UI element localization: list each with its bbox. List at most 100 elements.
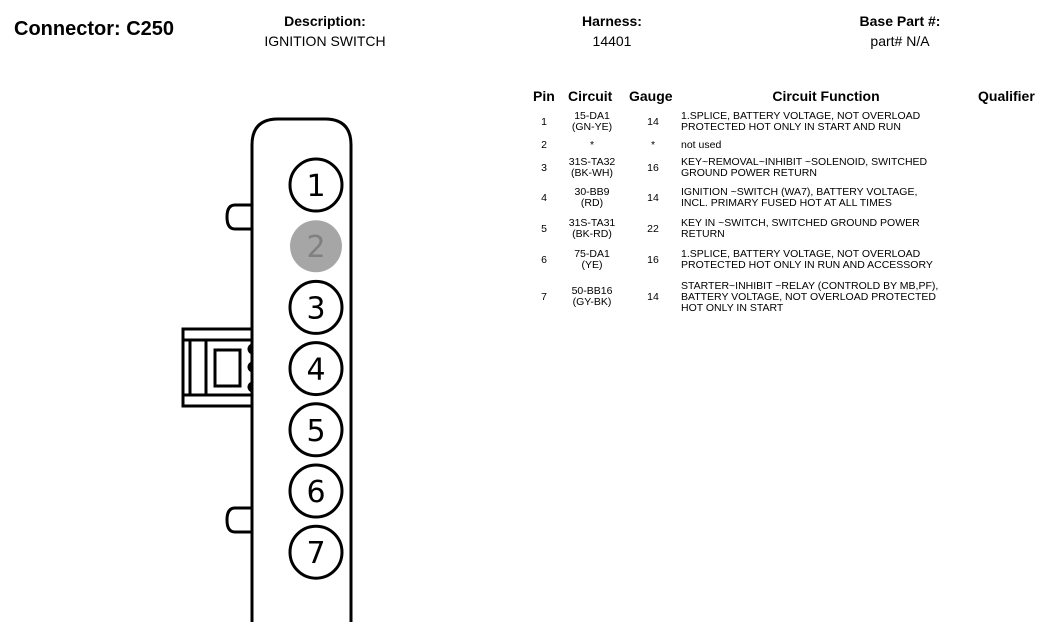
pin-circle (288, 279, 344, 335)
circuit-cell-line: (RD) (580, 197, 604, 209)
gauge-cell: 14 (647, 116, 659, 128)
circuit-cell-line: 75-DA1 (574, 248, 610, 260)
circuit-cell-line: 50-BB16 (571, 285, 613, 297)
column-header-circuit-function: Circuit Function (772, 88, 880, 104)
lower-latch-tab (225, 506, 252, 534)
table-row: 4 30-BB9(RD) 14 IGNITION ~SWITCH (WA7), BAT… (0, 186, 1055, 210)
pin-cavity-1: 1 (288, 157, 344, 213)
connector-diagram: 1 2 3 4 5 6 7 (181, 117, 353, 622)
circuit-function-cell-line: HOT ONLY IN START (681, 301, 784, 314)
table-row: 2 * * not used (0, 139, 1055, 151)
pin-circle (288, 157, 344, 213)
gauge-cell: 16 (647, 254, 659, 266)
pin-label: 2 (306, 230, 325, 265)
description-value: IGNITION SWITCH (264, 33, 386, 49)
circuit-function-cell-line: not used (681, 138, 722, 151)
circuit-cell: * (560, 139, 624, 151)
circuit-function-cell-line: PROTECTED HOT ONLY IN RUN AND ACCESSORY (681, 259, 933, 271)
pin-cavity-3: 3 (288, 279, 344, 335)
pin-label: 6 (306, 475, 325, 510)
pin-label: 7 (306, 536, 325, 571)
table-row: 6 75-DA1(YE) 16 1.SPLICE, BATTERY VOLTAGE, … (0, 248, 1055, 272)
harness-label: Harness: (582, 13, 642, 29)
pin-number-cell: 7 (541, 291, 547, 303)
circuit-cell: 75-DA1(YE) (560, 248, 624, 272)
description-block: Description: IGNITION SWITCH (230, 12, 420, 50)
pin-number-cell: 4 (541, 192, 547, 204)
column-header-gauge: Gauge (629, 88, 673, 104)
circuit-cell: 50-BB16(GY-BK) (560, 279, 624, 315)
harness-value: 14401 (592, 33, 632, 49)
pin-label: 3 (306, 291, 325, 326)
circuit-cell-line: 31S-TA31 (568, 217, 616, 229)
pin-circle (288, 463, 344, 519)
table-row: 7 50-BB16(GY-BK) 14 STARTER~INHIBIT ~RELAY … (0, 279, 1055, 315)
table-row: 5 31S-TA31(BK-RD) 22 KEY IN ~SWITCH, SWITCH… (0, 217, 1055, 241)
pin-cavities: 1 2 3 4 5 6 7 (288, 157, 344, 580)
circuit-function-cell: not used (681, 139, 981, 151)
pin-circle (288, 524, 344, 580)
pin-number-cell: 2 (541, 139, 547, 151)
circuit-cell-line: (YE) (581, 259, 603, 271)
circuit-function-cell-line: 1.SPLICE, BATTERY VOLTAGE, NOT OVERLOAD (681, 248, 921, 260)
gauge-cell: * (650, 139, 656, 151)
description-label: Description: (284, 13, 366, 29)
gauge-cell: 14 (647, 192, 659, 204)
pin-cavity-7: 7 (288, 524, 344, 580)
circuit-function-cell-line: KEY~REMOVAL~INHIBIT ~SOLENOID, SWITCHED (681, 156, 928, 168)
circuit-cell-line: (BK-WH) (571, 167, 613, 179)
gauge-cell: 14 (647, 291, 659, 303)
circuit-function-cell: IGNITION ~SWITCH (WA7), BATTERY VOLTAGE,… (681, 186, 981, 210)
circuit-function-cell-line: GROUND POWER RETURN (681, 167, 817, 179)
pin-cavity-4: 4 (288, 341, 344, 397)
circuit-function-cell-line: STARTER~INHIBIT ~RELAY (CONTROLD BY MB,P… (681, 279, 939, 292)
pin-number-cell: 3 (541, 162, 547, 174)
circuit-function-cell-line: RETURN (681, 228, 725, 240)
pin-cavity-6: 6 (288, 463, 344, 519)
circuit-cell-line: (GN-YE) (571, 121, 613, 133)
table-row: 3 31S-TA32(BK-WH) 16 KEY~REMOVAL~INHIBIT ~S… (0, 156, 1055, 180)
connector-title: Connector: C250 (14, 18, 175, 40)
pin-circle (288, 341, 344, 397)
pin-label: 5 (306, 414, 325, 449)
column-header-qualifier: Qualifier (978, 88, 1035, 104)
pin-circle (290, 220, 342, 273)
circuit-function-cell: STARTER~INHIBIT ~RELAY (CONTROLD BY MB,P… (681, 279, 981, 315)
gauge-cell: 16 (647, 162, 659, 174)
circuit-cell-line: * (589, 138, 595, 151)
harness-block: Harness: 14401 (552, 12, 672, 50)
base-part-value: part# N/A (870, 33, 930, 49)
circuit-cell: 30-BB9(RD) (560, 186, 624, 210)
circuit-cell-line: 30-BB9 (574, 186, 610, 198)
pin-circle (288, 402, 344, 458)
circuit-cell-line: (GY-BK) (572, 296, 612, 308)
circuit-cell-line: 15-DA1 (574, 110, 610, 122)
side-lock-clip (181, 327, 255, 408)
column-header-pin: Pin (533, 88, 555, 104)
base-part-label: Base Part #: (859, 13, 941, 29)
circuit-cell: 15-DA1(GN-YE) (560, 110, 624, 134)
circuit-cell: 31S-TA32(BK-WH) (560, 156, 624, 180)
gauge-cell: 22 (647, 223, 659, 235)
pin-number-cell: 5 (541, 223, 547, 235)
upper-latch-tab (225, 203, 252, 231)
circuit-function-cell-line: PROTECTED HOT ONLY IN START AND RUN (681, 121, 901, 133)
column-header-circuit: Circuit (568, 88, 613, 104)
pin-number-cell: 6 (541, 254, 547, 266)
circuit-function-cell-line: 1.SPLICE, BATTERY VOLTAGE, NOT OVERLOAD (681, 110, 921, 122)
circuit-cell-line: (BK-RD) (572, 228, 612, 240)
circuit-function-cell-line: INCL. PRIMARY FUSED HOT AT ALL TIMES (681, 197, 892, 209)
pin-label: 4 (306, 353, 325, 388)
pin-cavity-2: 2 (290, 220, 342, 273)
circuit-function-cell-line: KEY IN ~SWITCH, SWITCHED GROUND POWER (681, 217, 920, 229)
circuit-function-cell-line: IGNITION ~SWITCH (WA7), BATTERY VOLTAGE, (681, 186, 918, 198)
pin-label: 1 (306, 169, 325, 204)
pin-cavity-5: 5 (288, 402, 344, 458)
circuit-cell-line: 31S-TA32 (568, 156, 616, 168)
circuit-cell: 31S-TA31(BK-RD) (560, 217, 624, 241)
